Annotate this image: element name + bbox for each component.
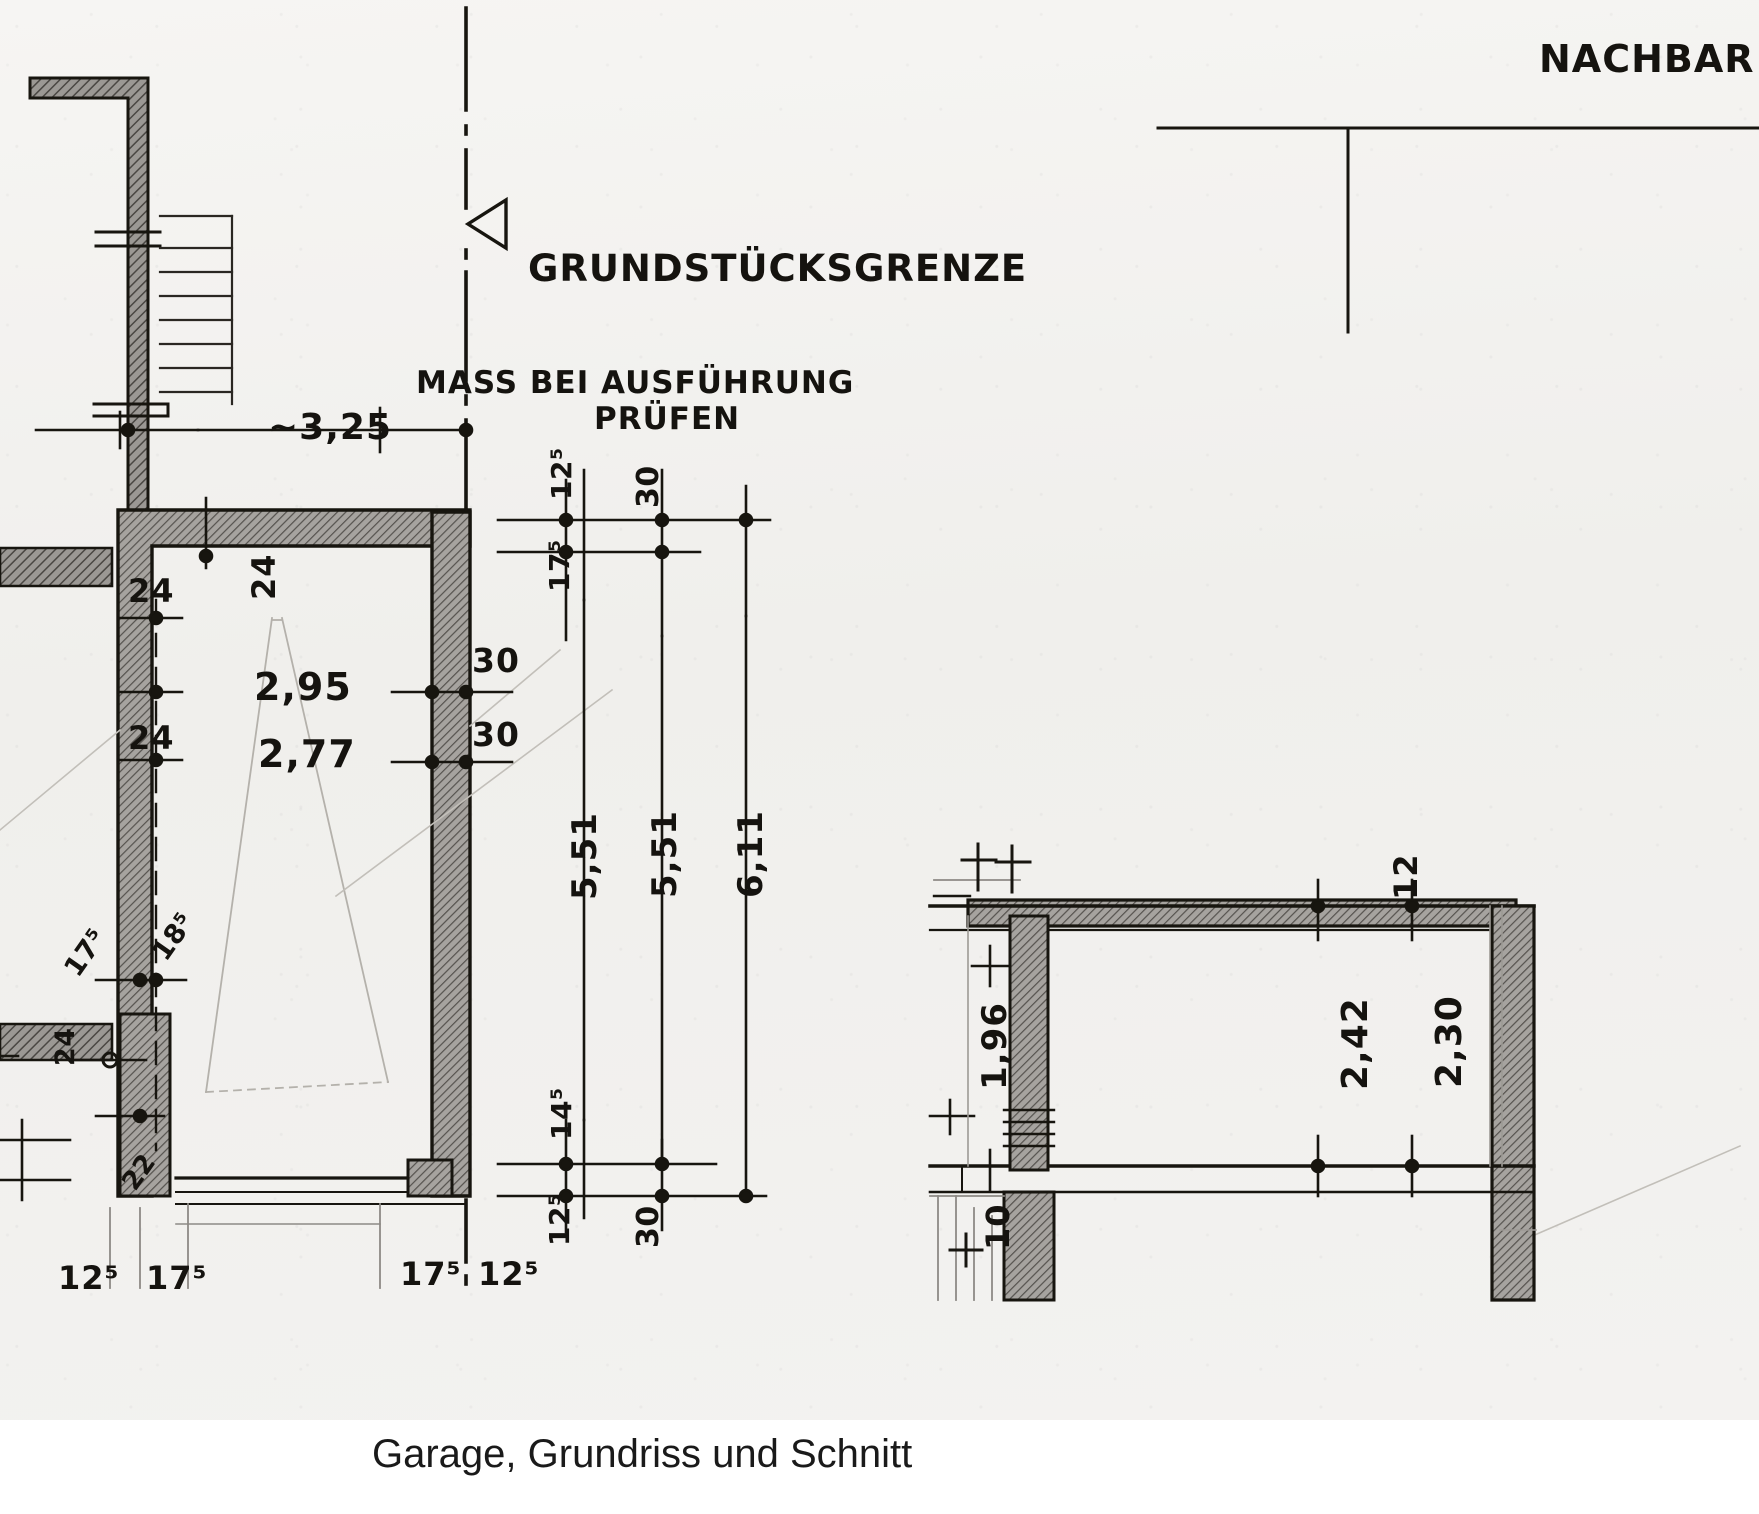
label-property-boundary: GRUNDSTÜCKSGRENZE (528, 247, 1028, 290)
figure-caption-text: Garage, Grundriss und Schnitt (372, 1432, 913, 1476)
dim-wall-24-left-upper: 24 (128, 572, 175, 610)
dim-section-base-10: 10 (979, 1203, 1017, 1250)
label-check-note-line2: PRÜFEN (594, 401, 741, 437)
label-check-note-line1: MASS BEI AUSFÜHRUNG (416, 365, 855, 401)
dim-top-chain-17-5: 17⁵ (543, 539, 576, 592)
dim-section-height-1-96: 1,96 (975, 1002, 1015, 1090)
dim-bottom-mid-12-5: 12⁵ (478, 1255, 540, 1293)
dim-edge-24: 24 (50, 1027, 81, 1066)
dim-bottom-chain-12-5: 12⁵ (543, 1193, 576, 1246)
existing-house-wall (0, 76, 234, 1062)
dim-section-slab-12: 12 (1387, 853, 1425, 900)
dim-chain-6-11: 6,11 (731, 810, 771, 898)
dim-bottom-chain-14-5: 14⁵ (545, 1087, 578, 1140)
boundary-arrow-icon (464, 196, 508, 252)
dim-section-height-2-42: 2,42 (1335, 997, 1376, 1090)
dim-inner-clear-2: 2,77 (258, 732, 356, 776)
plan-dimension-lines (0, 406, 772, 1289)
figure-caption-bar: Garage, Grundriss und Schnitt (0, 1420, 1759, 1514)
dim-wall-24-left-lower: 24 (128, 719, 175, 757)
dim-chain-5-51-b: 5,51 (645, 810, 685, 898)
dim-inner-clear-1: 2,95 (254, 665, 352, 709)
faint-guide-lines (0, 648, 1742, 1252)
dim-approx-width: ~3,25 (268, 407, 392, 448)
dim-bottom-mid-17-5: 17⁵ (400, 1255, 462, 1293)
dim-wall-24-top: 24 (245, 553, 283, 600)
dim-wall-30-upper: 30 (472, 641, 520, 680)
dim-wall-30-lower: 30 (472, 715, 520, 754)
door-swing-cone (204, 616, 390, 1094)
section-drawing (928, 842, 1537, 1302)
dim-bottom-chain-30: 30 (631, 1205, 666, 1248)
dim-bottom-left-17-5: 17⁵ (146, 1259, 208, 1297)
drawing-sheet: GRUNDSTÜCKSGRENZE MASS BEI AUSFÜHRUNG PR… (0, 0, 1759, 1420)
dim-chain-5-51-a: 5,51 (565, 812, 605, 900)
dim-top-chain-30: 30 (631, 465, 666, 508)
dim-section-height-2-30: 2,30 (1429, 995, 1470, 1088)
dim-top-chain-12-5: 12⁵ (545, 447, 578, 500)
drawing-linework (0, 6, 1759, 1302)
garage-plan-walls (116, 508, 472, 1198)
label-neighbour: NACHBAR (1539, 37, 1755, 81)
dim-bottom-left-12-5: 12⁵ (58, 1259, 120, 1297)
neighbour-leader-line (1156, 126, 1759, 334)
